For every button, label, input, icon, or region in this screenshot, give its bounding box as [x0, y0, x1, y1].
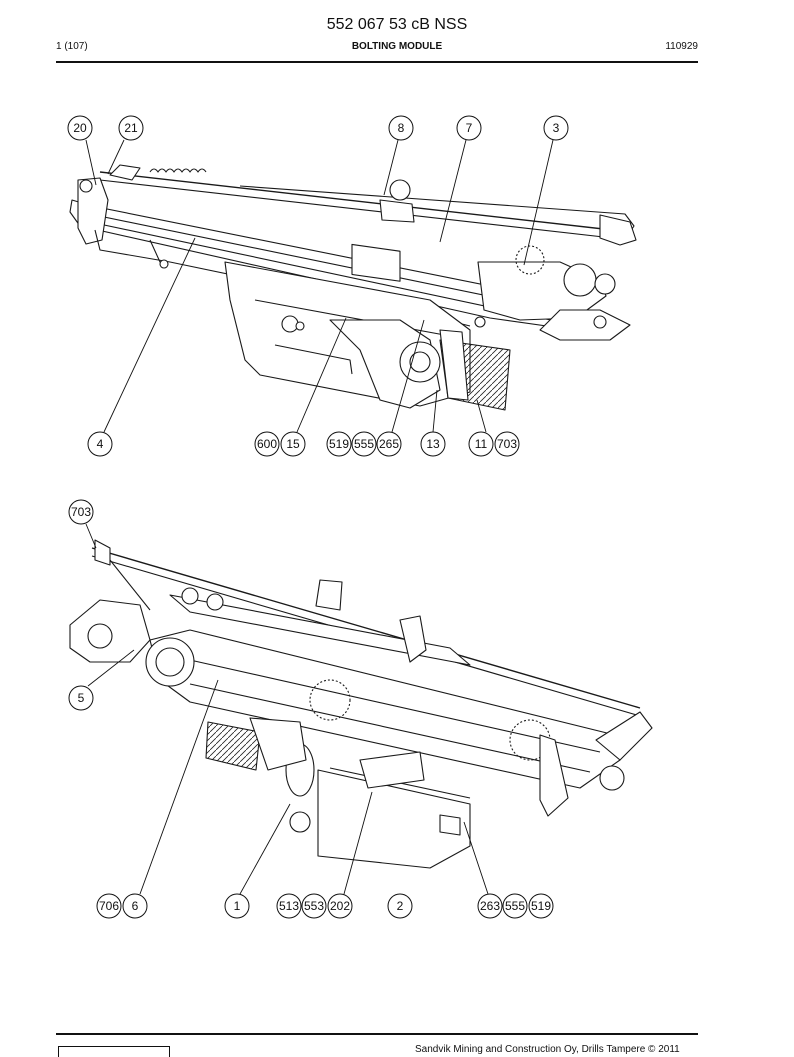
svg-text:11: 11: [475, 437, 488, 451]
callout-263: 263: [477, 893, 503, 919]
callout-703-top: 703: [494, 431, 520, 457]
svg-text:2: 2: [397, 899, 404, 913]
callout-202: 202: [327, 893, 353, 919]
header-rule: [56, 61, 698, 63]
bolting-module-upper-view: [69, 164, 637, 411]
svg-text:5: 5: [78, 691, 85, 705]
callout-6: 6: [122, 893, 148, 919]
leader-lines: [85, 139, 554, 895]
callout-555: 555: [351, 431, 377, 457]
svg-text:513: 513: [279, 899, 299, 913]
callout-555-bottom: 555: [502, 893, 528, 919]
module-title: BOLTING MODULE: [351, 41, 443, 52]
callout-703-bottom: 703: [68, 499, 94, 525]
callout-3: 3: [543, 115, 569, 141]
callout-7: 7: [456, 115, 482, 141]
svg-text:13: 13: [426, 437, 440, 451]
svg-text:600: 600: [257, 437, 277, 451]
svg-text:703: 703: [71, 505, 91, 519]
svg-text:263: 263: [480, 899, 500, 913]
callout-519: 519: [326, 431, 352, 457]
callout-15: 15: [280, 431, 306, 457]
svg-text:21: 21: [124, 121, 138, 135]
callout-8: 8: [388, 115, 414, 141]
svg-text:20: 20: [73, 121, 87, 135]
callout-519-bottom: 519: [528, 893, 554, 919]
page-reference: 1 (107): [56, 41, 88, 52]
svg-text:265: 265: [379, 437, 399, 451]
svg-text:15: 15: [286, 437, 300, 451]
svg-text:3: 3: [553, 121, 560, 135]
svg-text:555: 555: [505, 899, 525, 913]
callout-20: 20: [67, 115, 93, 141]
callout-13: 13: [420, 431, 446, 457]
bolting-module-lower-view: [69, 539, 653, 869]
svg-text:519: 519: [531, 899, 551, 913]
svg-text:8: 8: [398, 121, 405, 135]
svg-text:706: 706: [99, 899, 119, 913]
callout-4: 4: [87, 431, 113, 457]
callout-2: 2: [387, 893, 413, 919]
svg-text:6: 6: [132, 899, 139, 913]
date-code: 110929: [665, 41, 698, 52]
svg-text:4: 4: [97, 437, 104, 451]
svg-text:553: 553: [304, 899, 324, 913]
svg-text:519: 519: [329, 437, 349, 451]
svg-text:202: 202: [330, 899, 350, 913]
callouts: 20 21 8 7 3 4: [67, 115, 569, 919]
svg-text:7: 7: [466, 121, 473, 135]
callout-265: 265: [376, 431, 402, 457]
svg-text:703: 703: [497, 437, 517, 451]
svg-text:1: 1: [234, 899, 241, 913]
callout-553: 553: [301, 893, 327, 919]
footer-copyright: Sandvik Mining and Construction Oy, Dril…: [415, 1044, 680, 1055]
callout-21: 21: [118, 115, 144, 141]
callout-513: 513: [276, 893, 302, 919]
callout-5: 5: [68, 685, 94, 711]
sandvik-logo: [58, 1046, 170, 1057]
callout-11: 11: [468, 431, 494, 457]
document-number: 552 067 53 cB NSS: [326, 16, 468, 33]
svg-text:555: 555: [354, 437, 374, 451]
callout-1: 1: [224, 893, 250, 919]
callout-600: 600: [254, 431, 280, 457]
footer-rule: [56, 1033, 698, 1035]
callout-706: 706: [96, 893, 122, 919]
